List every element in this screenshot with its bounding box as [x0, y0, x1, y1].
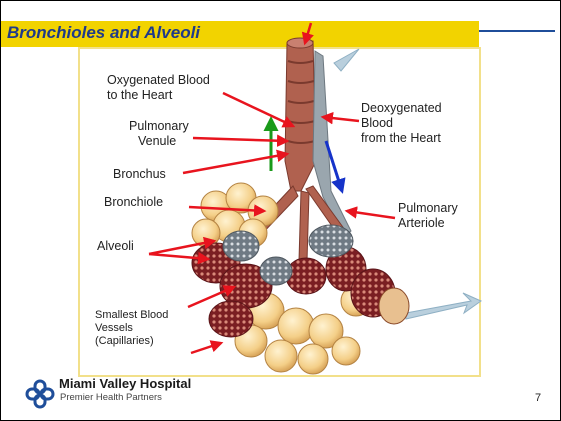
- pointer-arrow-capillaries-2: [191, 343, 221, 353]
- airflow-arrow-top: [334, 49, 359, 71]
- label-deoxygenated-blood: Deoxygenated Blood from the Heart: [361, 101, 442, 146]
- interlocking-rings-cross-icon: [25, 379, 55, 409]
- label-alveoli: Alveoli: [97, 239, 134, 254]
- page-number: 7: [535, 392, 541, 404]
- pulmonary-artery-vessel: [313, 51, 351, 237]
- label-pulmonary-arteriole: Pulmonary Arteriole: [398, 201, 458, 231]
- label-oxygenated-blood: Oxygenated Blood to the Heart: [107, 73, 210, 103]
- label-bronchus: Bronchus: [113, 167, 166, 182]
- pointer-arrow-arteriole: [347, 211, 395, 218]
- label-pulmonary-venule: Pulmonary Venule: [129, 119, 189, 149]
- org-name: Miami Valley Hospital: [59, 376, 191, 391]
- label-bronchiole: Bronchiole: [104, 195, 163, 210]
- pointer-arrow-venule: [193, 138, 287, 141]
- org-subtitle: Premier Health Partners: [60, 392, 162, 403]
- pointer-arrow-deoxygenated: [323, 117, 359, 121]
- airflow-arrow-right: [406, 293, 481, 319]
- label-capillaries: Smallest Blood Vessels (Capillaries): [95, 309, 168, 348]
- pointer-arrow-oxygenated: [223, 93, 293, 126]
